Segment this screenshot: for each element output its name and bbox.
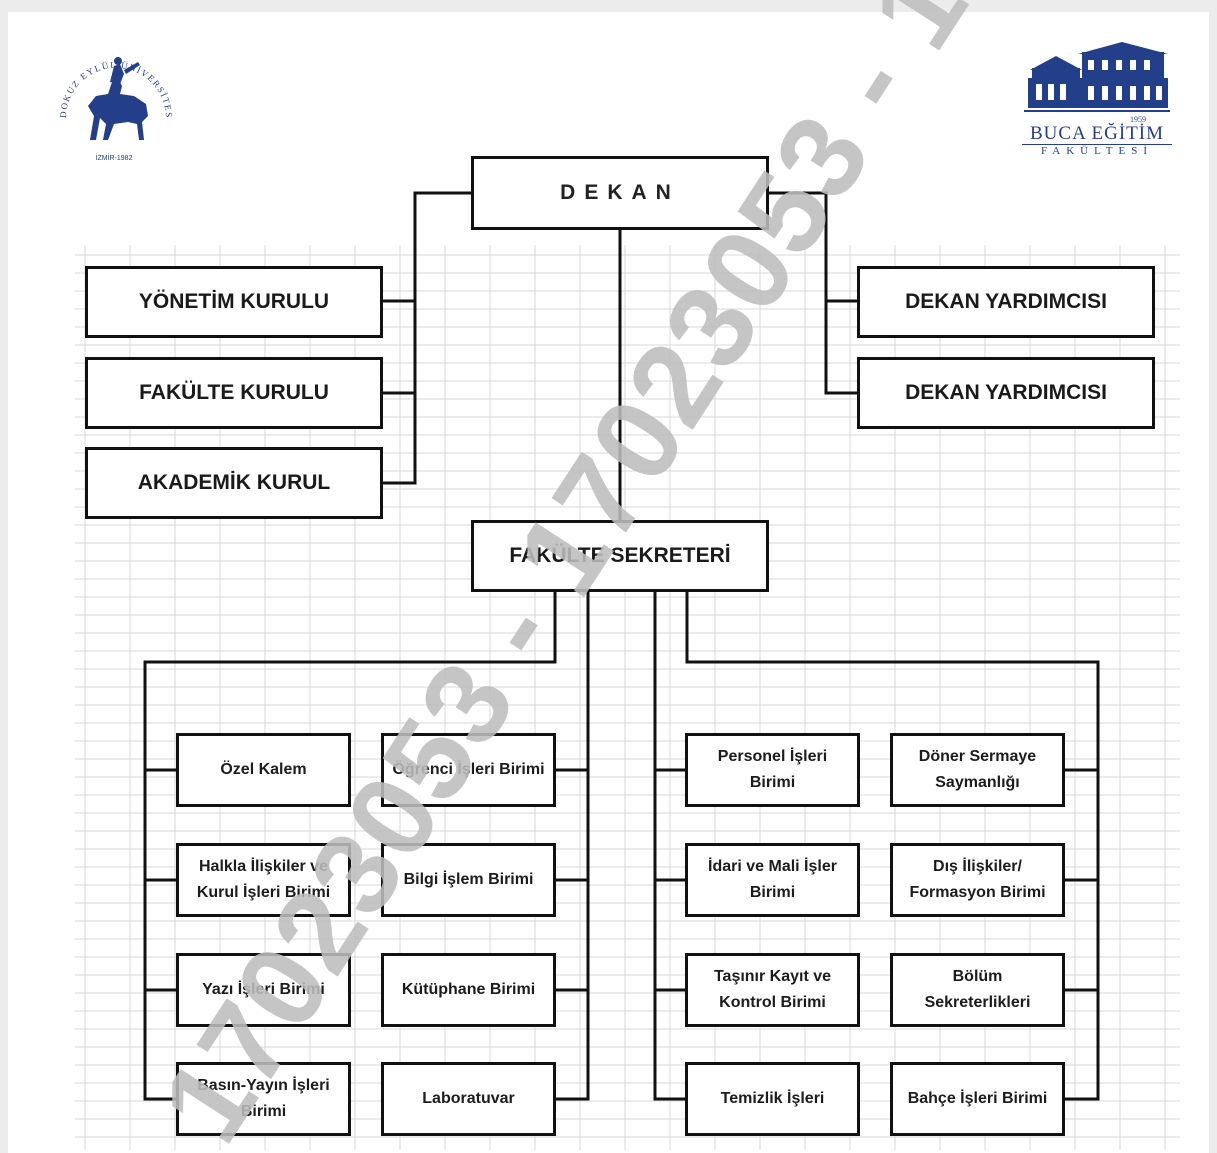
unit-box-doner-sermaye: Döner Sermaye Saymanlığı: [890, 733, 1065, 807]
unit-label: Öğrenci İşleri Birimi: [392, 761, 545, 778]
logo-bottom-text: İZMİR-1982: [96, 153, 133, 162]
unit-label: Basın-Yayın İşleri Birimi: [197, 1077, 330, 1120]
screen-border-right: [1209, 0, 1217, 1153]
dekan-box: DEKAN: [471, 156, 769, 230]
unit-box-yazi-isleri: Yazı İşleri Birimi: [176, 953, 351, 1027]
unit-box-temizlik: Temizlik İşleri: [685, 1062, 860, 1136]
unit-label: Özel Kalem: [220, 761, 307, 778]
unit-box-idari-mali: İdari ve Mali İşler Birimi: [685, 843, 860, 917]
unit-label: Bölüm Sekreterlikleri: [924, 968, 1031, 1011]
unit-label: Laboratuvar: [422, 1090, 515, 1107]
unit-label: Personel İşleri Birimi: [717, 748, 828, 791]
unit-label: Bilgi İşlem Birimi: [403, 871, 534, 888]
unit-box-bahce-isleri: Bahçe İşleri Birimi: [890, 1062, 1065, 1136]
board-label: AKADEMİK KURUL: [137, 471, 331, 494]
unit-box-laboratuvar: Laboratuvar: [381, 1062, 556, 1136]
unit-box-halkla-iliskiler: Halkla İlişkiler ve Kurul İşleri Birimi: [176, 843, 351, 917]
dokuz-eylul-logo: DOKUZ EYLÜL ÜNİVERSİTESİ İZMİR-1982: [48, 44, 173, 162]
logo-subtitle: FAKÜLTESİ: [1022, 144, 1172, 157]
unit-label: Bahçe İşleri Birimi: [907, 1090, 1048, 1107]
board-box-akademik: AKADEMİK KURUL: [85, 447, 383, 519]
unit-label: Halkla İlişkiler ve Kurul İşleri Birimi: [196, 858, 331, 901]
unit-box-ozel-kalem: Özel Kalem: [176, 733, 351, 807]
board-box-yonetim: YÖNETİM KURULU: [85, 266, 383, 338]
unit-label: Dış İlişkiler/ Formasyon Birimi: [909, 858, 1046, 901]
deputy-label: DEKAN YARDIMCISI: [905, 381, 1107, 404]
unit-box-basin-yayin: Basın-Yayın İşleri Birimi: [176, 1062, 351, 1136]
unit-label: Yazı İşleri Birimi: [202, 981, 325, 998]
horse-rider-icon: [88, 57, 148, 140]
board-label: FAKÜLTE KURULU: [139, 381, 329, 404]
secretary-label: FAKÜLTE SEKRETERİ: [509, 544, 731, 567]
unit-label: İdari ve Mali İşler Birimi: [708, 858, 837, 901]
unit-box-bilgi-islem: Bilgi İşlem Birimi: [381, 843, 556, 917]
unit-box-ogrenci-isleri: Öğrenci İşleri Birimi: [381, 733, 556, 807]
dekan-label: DEKAN: [560, 181, 680, 204]
deputy-box-1: DEKAN YARDIMCISI: [857, 266, 1155, 338]
unit-box-kutuphane: Kütüphane Birimi: [381, 953, 556, 1027]
logo-name: BUCA EĞİTİM: [1030, 123, 1164, 144]
board-box-fakulte: FAKÜLTE KURULU: [85, 357, 383, 429]
deputy-label: DEKAN YARDIMCISI: [905, 290, 1107, 313]
board-label: YÖNETİM KURULU: [138, 290, 330, 313]
unit-label: Temizlik İşleri: [720, 1090, 825, 1107]
screen-border-left: [0, 0, 8, 1153]
unit-label: Taşınır Kayıt ve Kontrol Birimi: [713, 968, 832, 1011]
secretary-box: FAKÜLTE SEKRETERİ: [471, 520, 769, 592]
buca-building-icon: [1024, 42, 1170, 112]
deputy-box-2: DEKAN YARDIMCISI: [857, 357, 1155, 429]
unit-box-tasinir-kayit: Taşınır Kayıt ve Kontrol Birimi: [685, 953, 860, 1027]
screen-border-top: [0, 0, 1217, 12]
unit-box-dis-iliskiler: Dış İlişkiler/ Formasyon Birimi: [890, 843, 1065, 917]
unit-label: Kütüphane Birimi: [401, 981, 536, 998]
unit-box-personel-isleri: Personel İşleri Birimi: [685, 733, 860, 807]
unit-label: Döner Sermaye Saymanlığı: [918, 748, 1037, 791]
unit-box-bolum-sekreterlikleri: Bölüm Sekreterlikleri: [890, 953, 1065, 1027]
buca-logo-text: 1959 BUCA EĞİTİM FAKÜLTESİ: [1022, 116, 1172, 157]
logo-year: 1959: [1130, 115, 1146, 124]
